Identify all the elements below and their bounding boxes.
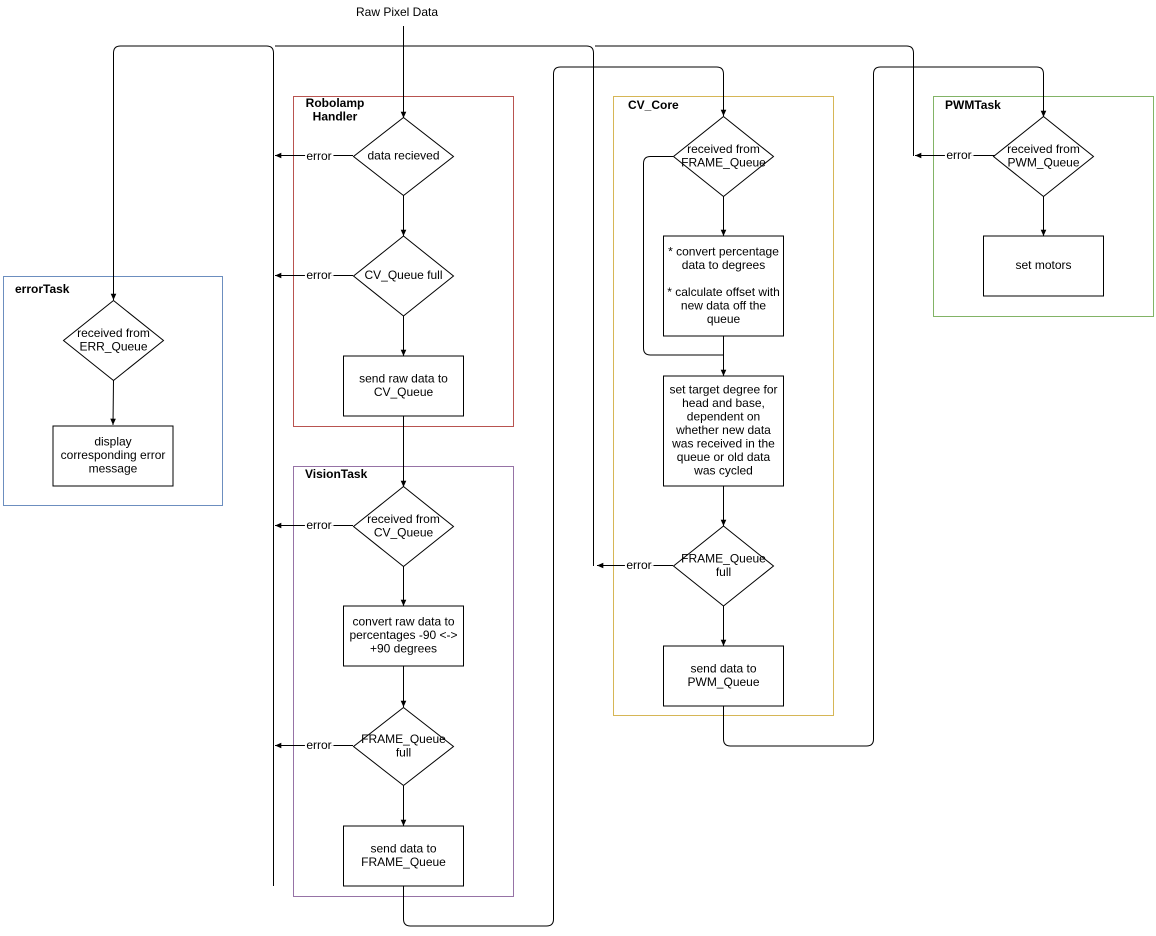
edge-cv-received-loop: [643, 156, 724, 356]
decision-diamond: [672, 115, 775, 198]
process-box: [663, 235, 784, 337]
group-title: VisionTask: [305, 467, 368, 481]
edge-label-error: error: [306, 149, 331, 163]
node-rh-cv-queue-full-decision: CV_Queue full: [352, 235, 455, 317]
process-box: [983, 235, 1104, 297]
input-label: Raw Pixel Data: [356, 5, 438, 19]
decision-diamond: [992, 115, 1095, 198]
edge-cv-bus-vertical: [275, 45, 594, 566]
edge-label-error: error: [306, 738, 331, 752]
node-label: data recieved: [367, 149, 439, 163]
decision-diamond: [672, 525, 775, 607]
edge-cv-send-to-pwm: [723, 66, 1047, 747]
edge-send-frame-to-cv-core: [403, 66, 727, 927]
node-label: CV_Queue full: [364, 268, 442, 282]
group-title: errorTask: [15, 282, 70, 296]
process-box: [343, 825, 464, 887]
decision-diamond: [352, 116, 455, 197]
edge-error-bus: [110, 45, 274, 886]
edge-err-received-to-display: [110, 379, 116, 426]
node-pwm-set-motors-process: set motors: [983, 235, 1104, 297]
process-box: [663, 375, 784, 487]
group-title: PWMTask: [945, 98, 1001, 112]
node-label: set motors: [1015, 258, 1071, 272]
decision-diamond: [352, 485, 455, 568]
process-box: [52, 425, 174, 487]
edge-label-error: error: [306, 268, 331, 282]
process-box: [343, 355, 464, 417]
node-rh-data-received-decision: data recieved: [352, 116, 455, 197]
edge-label-error: error: [626, 558, 651, 572]
decision-diamond: [62, 299, 165, 382]
edge-label-error: error: [306, 518, 331, 532]
process-box: [343, 605, 464, 667]
edge-label-error: error: [946, 148, 971, 162]
decision-diamond: [352, 235, 455, 317]
decision-diamond: [352, 706, 455, 787]
process-box: [663, 645, 784, 707]
group-title: CV_Core: [628, 98, 679, 112]
edge-pwm-bus-vertical: [595, 45, 914, 156]
